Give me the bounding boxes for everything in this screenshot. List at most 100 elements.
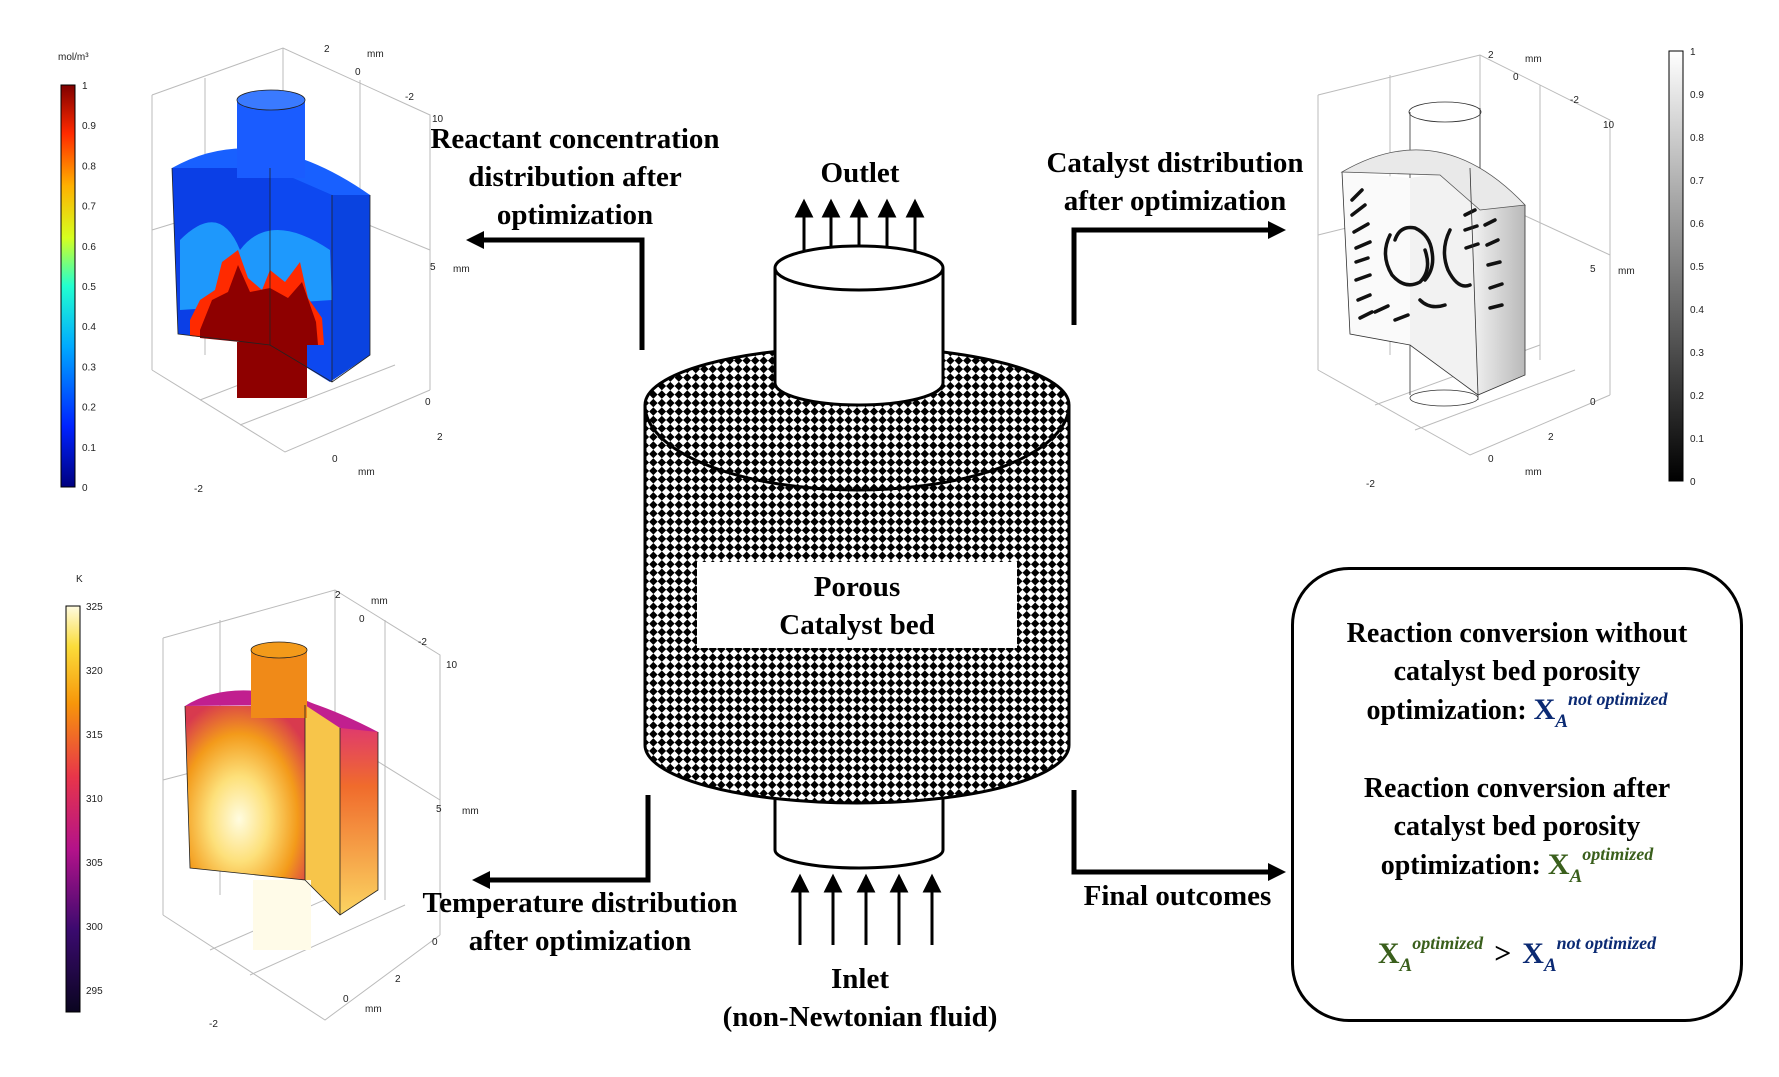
cat-streaks [1350, 188, 1504, 322]
outcome-1-line2: catalyst bed porosity [1393, 656, 1641, 687]
plot-concentration [60, 47, 431, 488]
concentration-colorbar-tick: 0 [82, 483, 88, 494]
temperature-colorbar-tick: 305 [86, 858, 103, 869]
x-optimized-1: XAoptimized [1547, 844, 1653, 888]
temperature-axis-mid-unit: mm [462, 806, 479, 817]
temperature-axis-top-unit: mm [371, 596, 388, 607]
cat-top [1340, 149, 1526, 211]
greater-than-sign: > [1494, 937, 1512, 970]
temperature-axis-top-c: -2 [418, 637, 427, 648]
concentration-label-line3: optimization [496, 199, 654, 231]
catalyst-axis-zero: 0 [1590, 397, 1596, 408]
outcome-2-prefix: optimization: [1380, 850, 1541, 881]
inlet-arrows [790, 873, 942, 945]
temperature-colorbar-unit: K [76, 574, 83, 585]
x-subscript: A [1569, 866, 1583, 887]
catalyst-axis-bot-b: 0 [1488, 454, 1494, 465]
bed-label-line2: Catalyst bed [779, 609, 935, 641]
colorbar-temperature [65, 605, 81, 1013]
x-subscript: A [1555, 711, 1569, 732]
temperature-axis-mid: 5 [436, 804, 442, 815]
catalyst-axis-top-unit: mm [1525, 54, 1542, 65]
outlet-arrows [794, 198, 925, 268]
catalyst-axis-top-d: 10 [1603, 120, 1615, 131]
colorbar-catalyst [1668, 50, 1684, 482]
temperature-label-line1: Temperature distribution [422, 887, 738, 919]
concentration-colorbar-unit: mol/m³ [58, 52, 89, 63]
catalyst-colorbar-tick: 0.8 [1690, 133, 1704, 144]
concentration-colorbar-tick: 0.6 [82, 242, 96, 253]
concentration-label-line1: Reactant concentration [430, 123, 720, 155]
temperature-colorbar-tick: 315 [86, 730, 103, 741]
concentration-axis-bot-b: 0 [332, 454, 338, 465]
connector-arrows [466, 221, 1286, 889]
temp-inlet-stub [253, 880, 311, 950]
outcome-2-line3: optimization: XAoptimized [1294, 844, 1740, 888]
bed-label-line1: Porous [813, 571, 901, 603]
temperature-colorbar-tick: 320 [86, 666, 103, 677]
inlet-label-line2: (non-Newtonian fluid) [722, 1001, 998, 1033]
temperature-axis-bot-a: 2 [395, 974, 401, 985]
concentration-axis-top-c: -2 [405, 92, 414, 103]
x-subscript: A [1399, 955, 1413, 976]
concentration-colorbar-tick: 0.5 [82, 282, 96, 293]
final-outcomes-label: Final outcomes [1083, 880, 1272, 912]
outcome-2-line2: catalyst bed porosity [1393, 811, 1641, 842]
inlet-label-line1: Inlet [831, 963, 889, 995]
catalyst-colorbar-tick: 0.6 [1690, 219, 1704, 230]
catalyst-axis-top-a: 2 [1488, 50, 1494, 61]
cat-inlet-ellipse [1409, 389, 1479, 407]
temperature-colorbar-tick: 325 [86, 602, 103, 613]
conc-inlet-stub [237, 342, 307, 398]
catalyst-colorbar-tick: 0.9 [1690, 90, 1704, 101]
catalyst-label-line2: after optimization [1063, 185, 1287, 217]
catalyst-colorbar-tick: 0.5 [1690, 262, 1704, 273]
x-superscript: not optimized [1568, 689, 1668, 709]
x-superscript: not optimized [1556, 933, 1657, 953]
concentration-label-line2: distribution after [468, 161, 682, 193]
temperature-axis-bot-unit: mm [365, 1004, 382, 1015]
catalyst-axis-top-b: 0 [1513, 72, 1519, 83]
catalyst-axis-bot-a: 2 [1548, 432, 1554, 443]
concentration-colorbar-tick: 0.8 [82, 161, 96, 172]
concentration-axis-mid-unit: mm [453, 264, 470, 275]
cat-cut-face-right [1410, 168, 1478, 395]
catalyst-colorbar-tick: 0.2 [1690, 391, 1704, 402]
concentration-colorbar-tick: 0.2 [82, 403, 96, 414]
concentration-axis-top-a: 2 [324, 44, 330, 55]
conc-outlet-top [236, 89, 306, 111]
temperature-axis-top-d: 10 [446, 660, 458, 671]
x-not-optimized-2: XAnot optimized [1522, 933, 1657, 977]
catalyst-label-line1: Catalyst distribution [1046, 147, 1304, 179]
catalyst-axis-bot-unit: mm [1525, 467, 1542, 478]
plot-temperature [65, 589, 441, 1021]
concentration-colorbar-tick: 0.7 [82, 202, 96, 213]
colorbar-concentration [60, 84, 76, 488]
outlet-label: Outlet [820, 157, 900, 189]
temp-cut-face-right [305, 700, 340, 915]
catalyst-colorbar-tick: 0.1 [1690, 434, 1704, 445]
outlet-pipe [773, 268, 945, 407]
catalyst-axis-mid: 5 [1590, 264, 1596, 275]
concentration-colorbar-tick: 0.9 [82, 121, 96, 132]
bed-label-panel [697, 562, 1017, 648]
outcome-2-line1: Reaction conversion after [1363, 773, 1671, 804]
temp-outlet-stub [251, 648, 307, 718]
concentration-axis-bot-c: -2 [194, 484, 203, 495]
x-superscript: optimized [1412, 933, 1484, 953]
x-symbol: X [1547, 848, 1570, 881]
concentration-axis-mid: 5 [430, 262, 436, 273]
catalyst-colorbar-tick: 1 [1690, 47, 1696, 58]
concentration-axis-zero: 0 [425, 397, 431, 408]
temp-cut-face-left [185, 706, 305, 880]
concentration-axis-top-b: 0 [355, 67, 361, 78]
plot-catalyst [1317, 50, 1684, 482]
temperature-axis-top-b: 0 [359, 614, 365, 625]
cat-cut-face-left [1342, 172, 1410, 345]
catalyst-axis-bot-c: -2 [1366, 479, 1375, 490]
x-subscript: A [1543, 955, 1557, 976]
concentration-colorbar-tick: 0.1 [82, 443, 96, 454]
temperature-colorbar-tick: 300 [86, 922, 103, 933]
temperature-axis-top-a: 2 [335, 590, 341, 601]
